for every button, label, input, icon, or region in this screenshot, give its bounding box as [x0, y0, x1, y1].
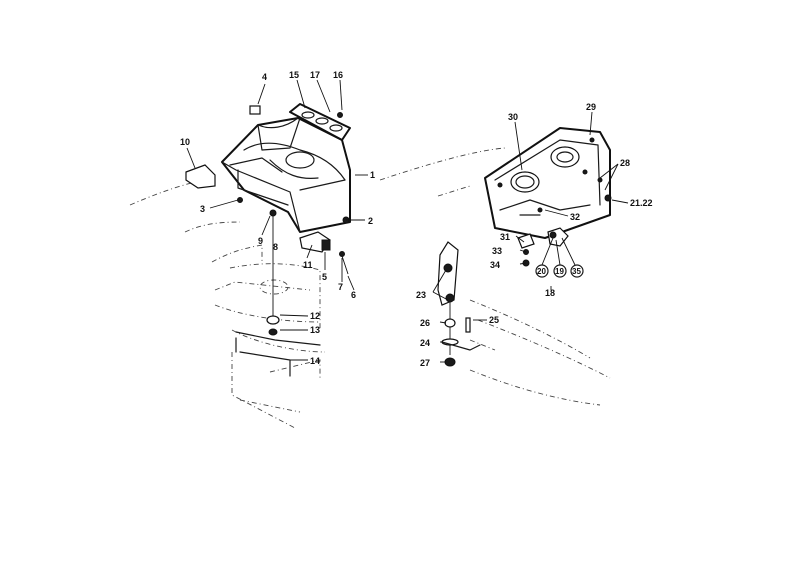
label-21-22: 21.22	[630, 198, 653, 208]
label-29: 29	[586, 102, 596, 112]
bolt-6	[339, 251, 349, 275]
lever-assembly	[437, 241, 481, 367]
label-32: 32	[570, 212, 580, 222]
label-26: 26	[420, 318, 430, 328]
instrument-panel	[484, 127, 612, 239]
hood-assembly	[221, 117, 351, 233]
label-24: 24	[420, 338, 430, 348]
grommet-13	[268, 328, 278, 336]
circled-label-19: 19	[553, 264, 567, 278]
circled-label-35: 35	[570, 264, 584, 278]
label-28: 28	[620, 158, 630, 168]
label-15: 15	[289, 70, 299, 80]
svg-text:19: 19	[555, 267, 564, 276]
label-5: 5	[322, 272, 327, 282]
label-30: 30	[508, 112, 518, 122]
label-31: 31	[500, 232, 510, 242]
bracket-nut	[321, 239, 331, 251]
grille-plate	[289, 103, 351, 141]
label-16: 16	[333, 70, 343, 80]
side-bracket	[185, 164, 216, 189]
label-23: 23	[416, 290, 426, 300]
support-rod	[269, 209, 277, 320]
label-25: 25	[489, 315, 499, 325]
label-27: 27	[420, 358, 430, 368]
label-4: 4	[262, 72, 267, 82]
label-18: 18	[545, 288, 555, 298]
key-switch	[547, 227, 569, 247]
label-33: 33	[492, 246, 502, 256]
label-10: 10	[180, 137, 190, 147]
label-3: 3	[200, 204, 205, 214]
svg-text:35: 35	[572, 267, 581, 276]
label-8: 8	[273, 242, 278, 252]
phantom-body-outline	[129, 147, 611, 429]
label-17: 17	[310, 70, 320, 80]
label-6: 6	[351, 290, 356, 300]
label-1: 1	[370, 170, 375, 180]
part-labels: 4 15 17 16 10 1 3 2 9 8 11 5 7 6 12 13 1…	[180, 70, 653, 368]
label-7: 7	[338, 282, 343, 292]
label-2: 2	[368, 216, 373, 226]
label-14: 14	[310, 356, 320, 366]
svg-text:20: 20	[537, 267, 546, 276]
label-12: 12	[310, 311, 320, 321]
label-11: 11	[303, 260, 313, 270]
circled-label-20: 20	[535, 264, 549, 278]
label-34: 34	[490, 260, 500, 270]
bolt-3	[237, 197, 243, 203]
grommet-12	[266, 315, 280, 325]
lower-panel	[235, 331, 321, 377]
clip-part	[249, 105, 261, 115]
leader-lines	[186, 79, 629, 363]
label-13: 13	[310, 325, 320, 335]
label-9: 9	[258, 236, 263, 246]
